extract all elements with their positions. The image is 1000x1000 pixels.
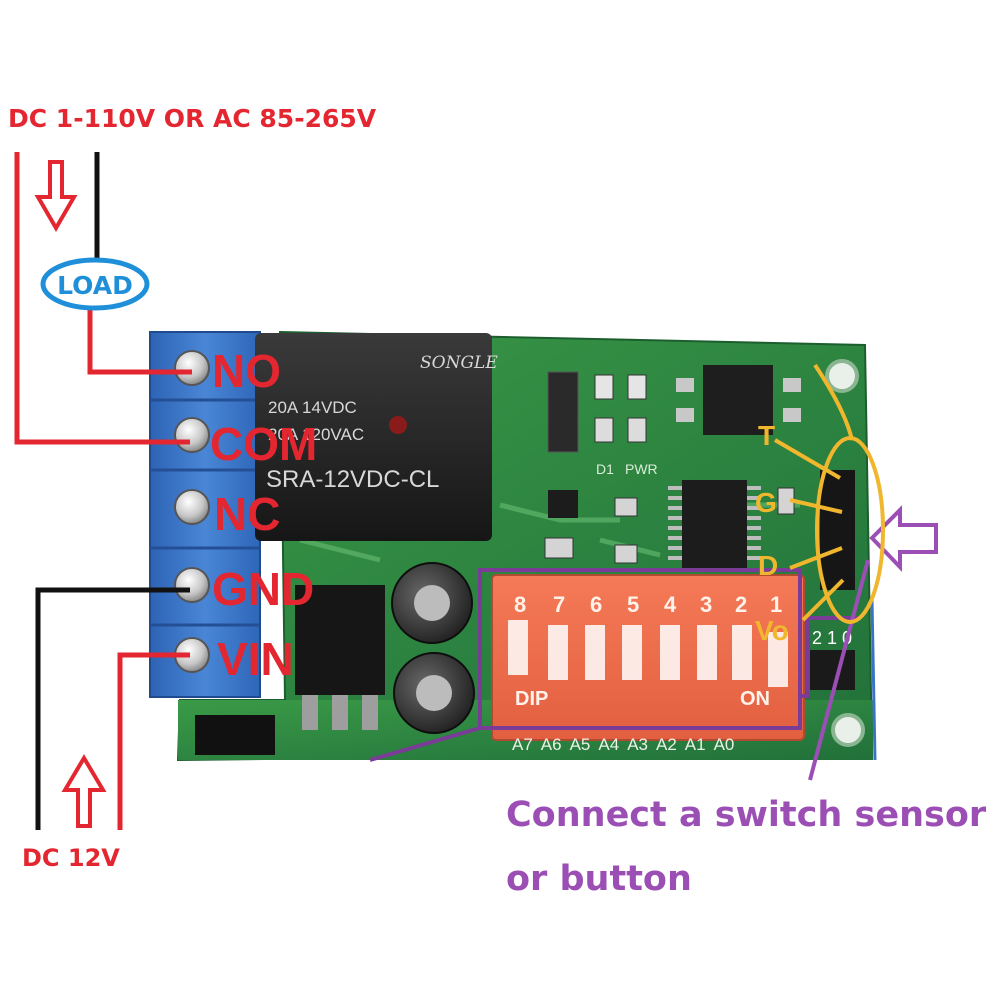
caption-line-1: Connect a switch sensor <box>506 795 987 835</box>
pin-label-t: T <box>758 420 775 451</box>
voltage-regulator <box>295 585 385 730</box>
dip-toggle[interactable] <box>697 625 717 680</box>
caption-line-2: or button <box>506 859 692 899</box>
dip-number: 1 <box>770 592 782 617</box>
jumper-block <box>195 715 275 755</box>
board-edge-line <box>870 599 877 761</box>
relay-model: SRA-12VDC-CL <box>266 466 439 493</box>
vin-wire <box>117 652 190 830</box>
pwr-label: PWR <box>625 461 658 477</box>
mcu-chip <box>682 480 747 570</box>
optocoupler <box>703 365 773 435</box>
load-badge: LOAD <box>40 257 150 311</box>
dip-toggle[interactable] <box>508 620 528 675</box>
down-arrow-icon <box>34 160 78 232</box>
gnd-wire <box>35 587 190 830</box>
pin-label-g: G <box>755 487 777 518</box>
dip-number: 3 <box>700 592 712 617</box>
dip-number: 8 <box>514 592 526 617</box>
relay: SONGLE 20A 14VDC 20A 120VAC SRA-12VDC-CL <box>255 333 498 541</box>
d1-label: D1 <box>596 461 614 477</box>
terminal-label-nc: NC <box>214 488 280 540</box>
supply-label: DC 1-110V OR AC 85-265V <box>8 104 377 133</box>
dip-toggle[interactable] <box>585 625 605 680</box>
dip-on-label: ON <box>740 688 770 710</box>
terminal-label-vin: VIN <box>217 633 294 685</box>
capacitor <box>391 562 475 734</box>
left-arrow-icon <box>869 505 938 572</box>
load-label: LOAD <box>57 271 133 300</box>
relay-rating-2: 20A 120VAC <box>268 425 364 444</box>
svg-text:2 1 0: 2 1 0 <box>812 628 852 648</box>
dip-number: 6 <box>590 592 602 617</box>
dip-number: 5 <box>627 592 639 617</box>
terminal-label-com: COM <box>210 418 317 470</box>
relay-rating-1: 20A 14VDC <box>268 398 357 417</box>
dip-toggle[interactable] <box>660 625 680 680</box>
dip-toggle[interactable] <box>732 625 752 680</box>
terminal-label-gnd: GND <box>212 563 314 615</box>
dip-toggle[interactable] <box>548 625 568 680</box>
supply-wire-red <box>14 152 190 445</box>
dc-label: DC 12V <box>22 844 120 872</box>
dip-toggle[interactable] <box>768 632 788 687</box>
pin-label-vo: Vo <box>755 615 789 646</box>
wiring <box>14 152 192 830</box>
pin-label-d: D <box>758 550 778 581</box>
sensor-pin-header <box>820 470 855 590</box>
dip-number: 4 <box>664 592 677 617</box>
sensor-pointer-line <box>808 559 870 781</box>
terminal-screw <box>174 350 210 673</box>
dip-number: 7 <box>553 592 565 617</box>
transistor <box>548 490 578 518</box>
address-jumper-header: 2 1 0 <box>807 628 855 690</box>
dip-toggle[interactable] <box>622 625 642 680</box>
terminal-label-no: NO <box>212 345 281 397</box>
dip-label: DIP <box>515 688 548 710</box>
load-wire <box>87 302 192 375</box>
dip-highlight <box>478 568 860 730</box>
pin-highlight <box>773 363 885 624</box>
components: D1 PWR <box>195 365 855 755</box>
diode <box>547 371 579 453</box>
terminal-block <box>149 331 261 698</box>
relay-brand: SONGLE <box>420 353 498 373</box>
dip-switch: 8 7 6 5 4 3 2 1 DIP ON <box>491 574 805 741</box>
mounting-hole <box>825 359 865 747</box>
up-arrow-icon <box>61 754 107 828</box>
dip-pointer-line <box>369 726 481 762</box>
dip-number: 2 <box>735 592 747 617</box>
